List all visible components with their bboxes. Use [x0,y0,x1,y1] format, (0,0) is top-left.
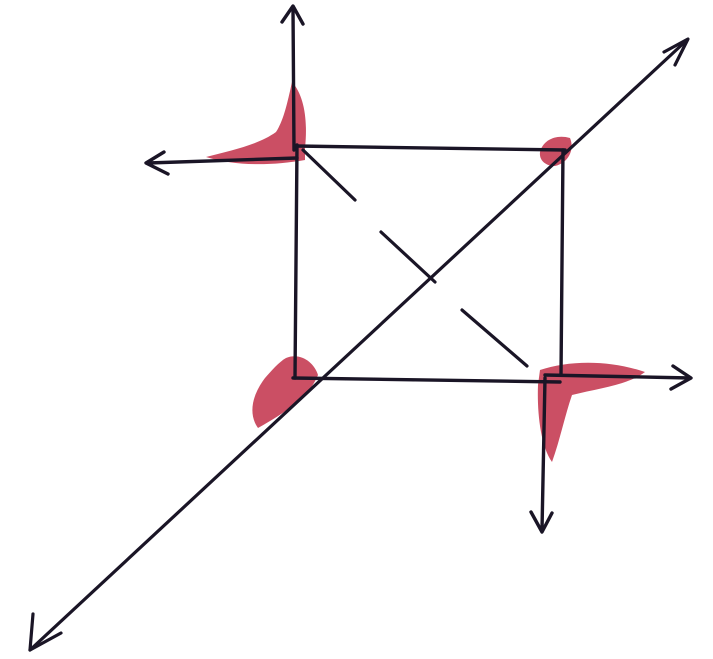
square-bottom-edge [293,378,560,382]
horizontal-arrows [146,152,691,389]
cross-segment-1 [303,150,355,200]
long-diagonal-arrow [30,39,688,650]
square-right-edge [561,150,563,375]
cross-segment-2 [381,232,435,282]
diagonal-shaft [30,40,687,650]
top-left-highlight [206,82,306,164]
cross-segment-3 [462,310,527,366]
square-top-edge [296,146,565,150]
vertical-arrows [282,6,552,532]
dashed-cross-diagonal [303,150,527,366]
up-arrow-shaft [293,8,294,150]
square-left-edge [295,145,297,378]
